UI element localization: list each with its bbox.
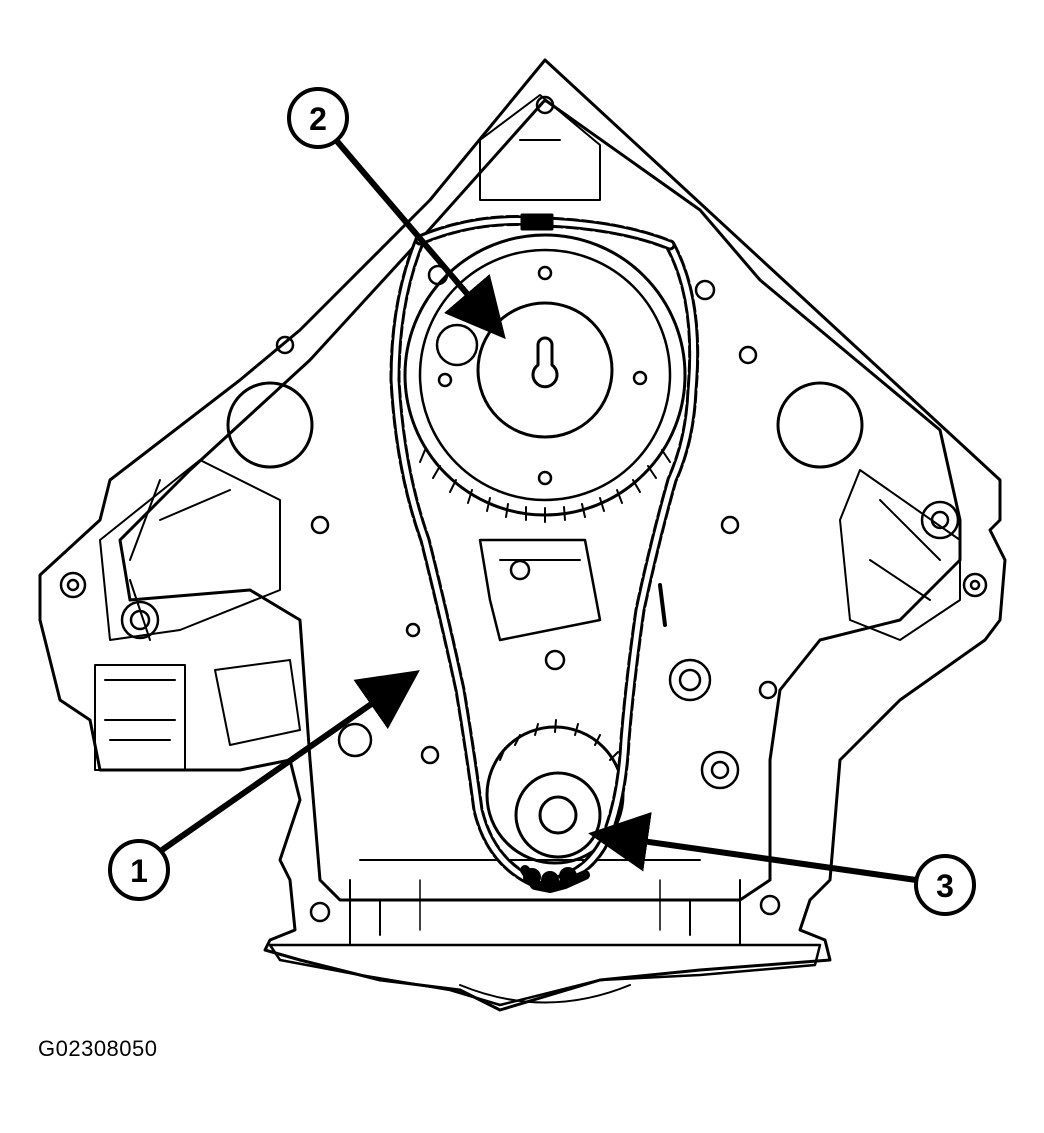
leader-2 (333, 138, 506, 340)
tensioner-bracket (478, 538, 602, 642)
leader-3 (588, 812, 917, 883)
right-bore (776, 381, 864, 469)
bolt-holes (59, 95, 988, 923)
engine-block-outline (38, 58, 1007, 1012)
callout-1-label: 1 (130, 853, 148, 889)
callout-3-label: 3 (936, 868, 954, 904)
cam-timing-mark (520, 213, 554, 231)
left-bore (226, 381, 314, 469)
camshaft-sprocket (403, 233, 687, 517)
leader-1 (160, 670, 420, 853)
camshaft-sprocket-teeth (419, 449, 671, 523)
callout-leaders (160, 138, 917, 883)
callout-2: 2 (287, 87, 349, 149)
callout-2-label: 2 (309, 101, 327, 137)
timing-chain-right (554, 239, 700, 886)
callout-1: 1 (108, 839, 170, 901)
crank-timing-mark (523, 867, 577, 889)
callout-3: 3 (914, 854, 976, 916)
figure-id: G02308050 (38, 1036, 158, 1061)
